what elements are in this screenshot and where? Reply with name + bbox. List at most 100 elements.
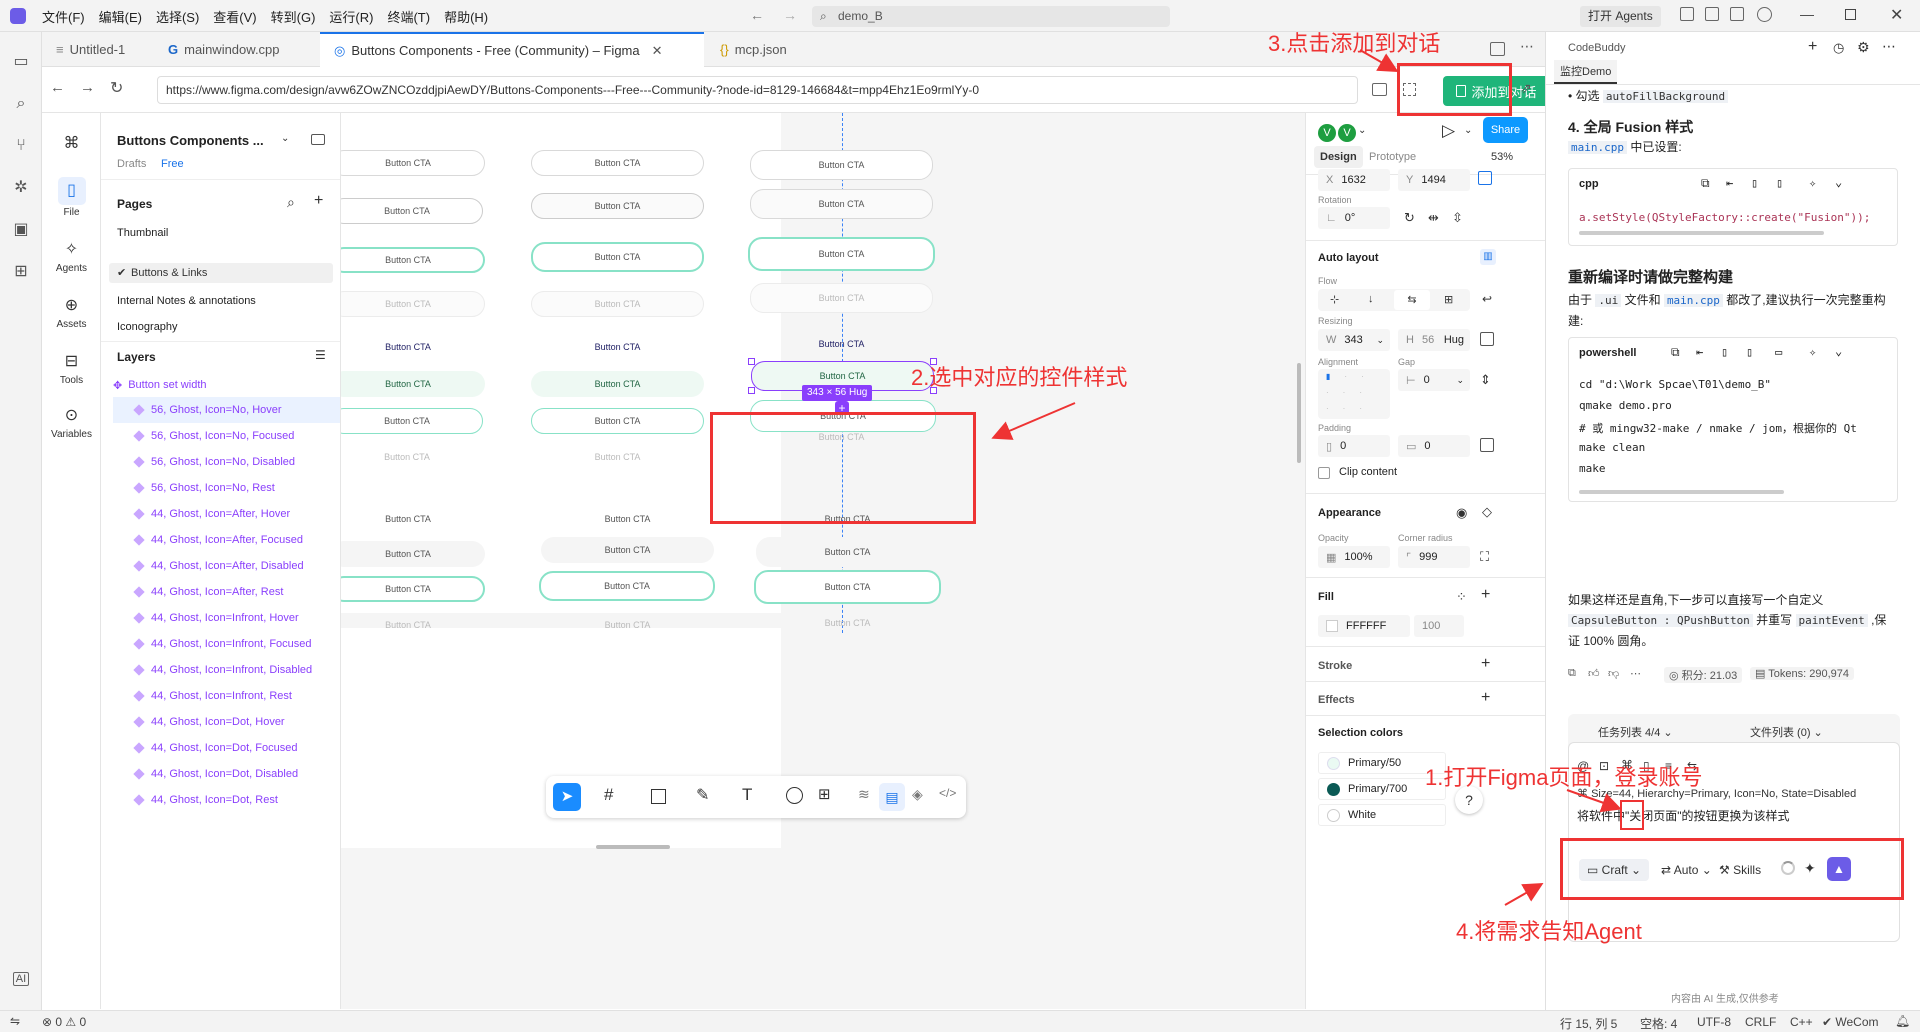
new-file-icon[interactable]: ▯ [1776,176,1784,190]
text-tool-icon[interactable]: T [742,785,753,804]
tab-prototype[interactable]: Prototype [1369,151,1417,163]
tab-untitled[interactable]: ≡ Untitled-1 [42,32,150,67]
new-file-icon[interactable]: ▯ [1746,345,1754,359]
alignment-grid[interactable]: ▮········ [1318,369,1390,419]
minimize-icon[interactable]: — [1800,6,1814,22]
close-icon[interactable]: ✕ [1890,7,1904,24]
share-button[interactable]: Share [1483,117,1528,143]
components-tool-icon[interactable]: ⊞ [818,786,831,803]
menu-terminal[interactable]: 终端(T) [387,9,431,25]
copy-icon[interactable]: ⧉ [1701,176,1710,190]
new-chat-icon[interactable]: + [1808,38,1818,55]
line-ending[interactable]: CRLF [1745,1015,1777,1029]
add-stroke-icon[interactable]: + [1481,655,1491,672]
canvas-button[interactable]: Button CTA [341,371,485,397]
selection-handle[interactable] [930,387,937,394]
layer-item[interactable]: 56, Ghost, Icon=No, Disabled [113,449,340,475]
add-fill-icon[interactable]: + [1481,586,1491,603]
selection-handle[interactable] [748,358,755,365]
selection-handle[interactable] [930,358,937,365]
url-input[interactable]: https://www.figma.com/design/avw6ZOwZNCO… [157,76,1358,104]
draw-tool-icon[interactable]: ≋ [858,786,870,802]
comment-tool-icon[interactable] [786,787,803,804]
canvas-button[interactable]: Button CTA [750,331,933,357]
cursor-position[interactable]: 行 15, 列 5 [1560,1017,1618,1031]
code-scrollbar[interactable] [1579,231,1824,235]
flow-free-icon[interactable]: ⊹ [1330,294,1340,306]
extensions-icon[interactable]: ⊞ [14,263,28,280]
chat-input[interactable]: @ ⊡ ⌘ ▯ ≡ ⇆ ⌘ Size=44, Hierarchy=Primary… [1568,742,1900,942]
gap-settings-icon[interactable]: ⇕ [1480,372,1491,387]
layer-item[interactable]: 44, Ghost, Icon=Dot, Rest [113,787,340,813]
layer-item[interactable]: 44, Ghost, Icon=After, Focused [113,527,340,553]
rules-icon[interactable]: ⇆ [1687,759,1698,773]
canvas-button[interactable]: Button CTA [341,576,485,602]
canvas-button[interactable]: Button CTA [341,444,483,470]
add-to-conversation-button[interactable]: 添加到对话 [1443,76,1550,106]
insert-icon[interactable]: ⇤ [1726,176,1734,190]
reader-view-icon[interactable] [1372,83,1387,96]
rotation-field[interactable]: ∟0° [1318,207,1390,229]
rail-tools[interactable]: ⊟ Tools [42,351,101,386]
flow-vertical-icon[interactable]: ↓ [1368,293,1374,305]
independent-corners-icon[interactable]: ⛶ [1480,549,1490,564]
auto-layout-icon[interactable]: ▥ [1480,249,1496,265]
rail-agents[interactable]: ✧ Agents [42,239,101,274]
help-icon[interactable]: ? [1455,786,1483,814]
fill-opacity-field[interactable]: 100 [1414,615,1464,637]
canvas-button[interactable]: Button CTA [750,283,933,313]
canvas-button[interactable]: Button CTA [341,334,485,360]
layer-item[interactable]: 44, Ghost, Icon=Infront, Focused [113,631,340,657]
indentation[interactable]: 空格: 4 [1640,1017,1678,1031]
docs-icon[interactable]: ▯ [1643,759,1650,773]
layout-panel-icon[interactable] [1705,7,1719,21]
flow-grid-icon[interactable]: ⊞ [1444,294,1454,306]
canvas-button[interactable]: Button CTA [750,150,933,180]
chevron-down-icon[interactable]: ⌄ [1464,125,1473,136]
copy-icon[interactable]: ⧉ [1671,345,1680,359]
insert-icon[interactable]: ⇤ [1696,345,1704,359]
canvas-button[interactable]: Button CTA [541,506,714,532]
language-mode[interactable]: C++ [1790,1015,1813,1029]
clip-content-checkbox[interactable] [1318,467,1330,479]
remote-icon[interactable]: ▣ [13,221,29,238]
search-icon[interactable]: ⌕ [287,194,295,210]
layer-root[interactable]: ✥ Button set width [113,375,340,395]
avatar[interactable]: V [1318,124,1336,142]
gear-icon[interactable]: ⚙ [1857,39,1870,55]
rectangle-tool-icon[interactable] [651,789,666,804]
chevron-down-icon[interactable]: ⌄ [1835,175,1843,189]
model-selector[interactable]: ⇄ Auto ⌄ [1661,863,1712,877]
blend-mode-icon[interactable]: ◇ [1482,504,1492,519]
fill-field[interactable]: FFFFFF [1318,615,1410,637]
canvas-button[interactable]: Button CTA [756,504,939,534]
menu-view[interactable]: 查看(V) [213,9,257,25]
layer-item[interactable]: 44, Ghost, Icon=Infront, Hover [113,605,340,631]
browser-back-icon[interactable]: ← [50,79,65,96]
canvas-button[interactable]: Button CTA [750,424,933,450]
styles-icon[interactable]: ⁘ [1456,589,1467,604]
canvas-button[interactable]: Button CTA [341,150,485,176]
apply-icon[interactable]: ▯ [1751,176,1759,190]
explorer-icon[interactable]: ▭ [13,53,29,70]
corner-radius-field[interactable]: ⌜999 [1398,546,1470,568]
prototype-mode-icon[interactable]: ◈ [912,786,923,802]
search-icon[interactable]: ⌕ [16,95,26,112]
color-white[interactable]: White [1318,804,1446,826]
code-scrollbar[interactable] [1579,490,1784,494]
more-icon[interactable]: ⋯ [1882,38,1896,54]
layer-item[interactable]: 44, Ghost, Icon=After, Disabled [113,553,340,579]
horizontal-scrollbar[interactable] [596,845,670,849]
skills-button[interactable]: ⚒ Skills [1719,863,1762,877]
rail-assets[interactable]: ⊕ Assets [42,295,101,330]
terminal-icon[interactable]: ▭ [1775,345,1783,359]
thumbs-down-icon[interactable]: 👎︎ [1608,668,1620,680]
canvas-button[interactable]: Button CTA [541,612,714,638]
gap-field[interactable]: ⊢0⌄ [1398,369,1470,391]
move-tool-icon[interactable]: ➤ [553,783,581,811]
canvas-button[interactable]: Button CTA [531,371,704,397]
file-title[interactable]: Buttons Components ... [117,133,264,148]
play-icon[interactable]: ▷ [1442,121,1456,140]
color-primary-700[interactable]: Primary/700 [1318,778,1446,800]
canvas-button[interactable]: Button CTA [531,150,704,176]
